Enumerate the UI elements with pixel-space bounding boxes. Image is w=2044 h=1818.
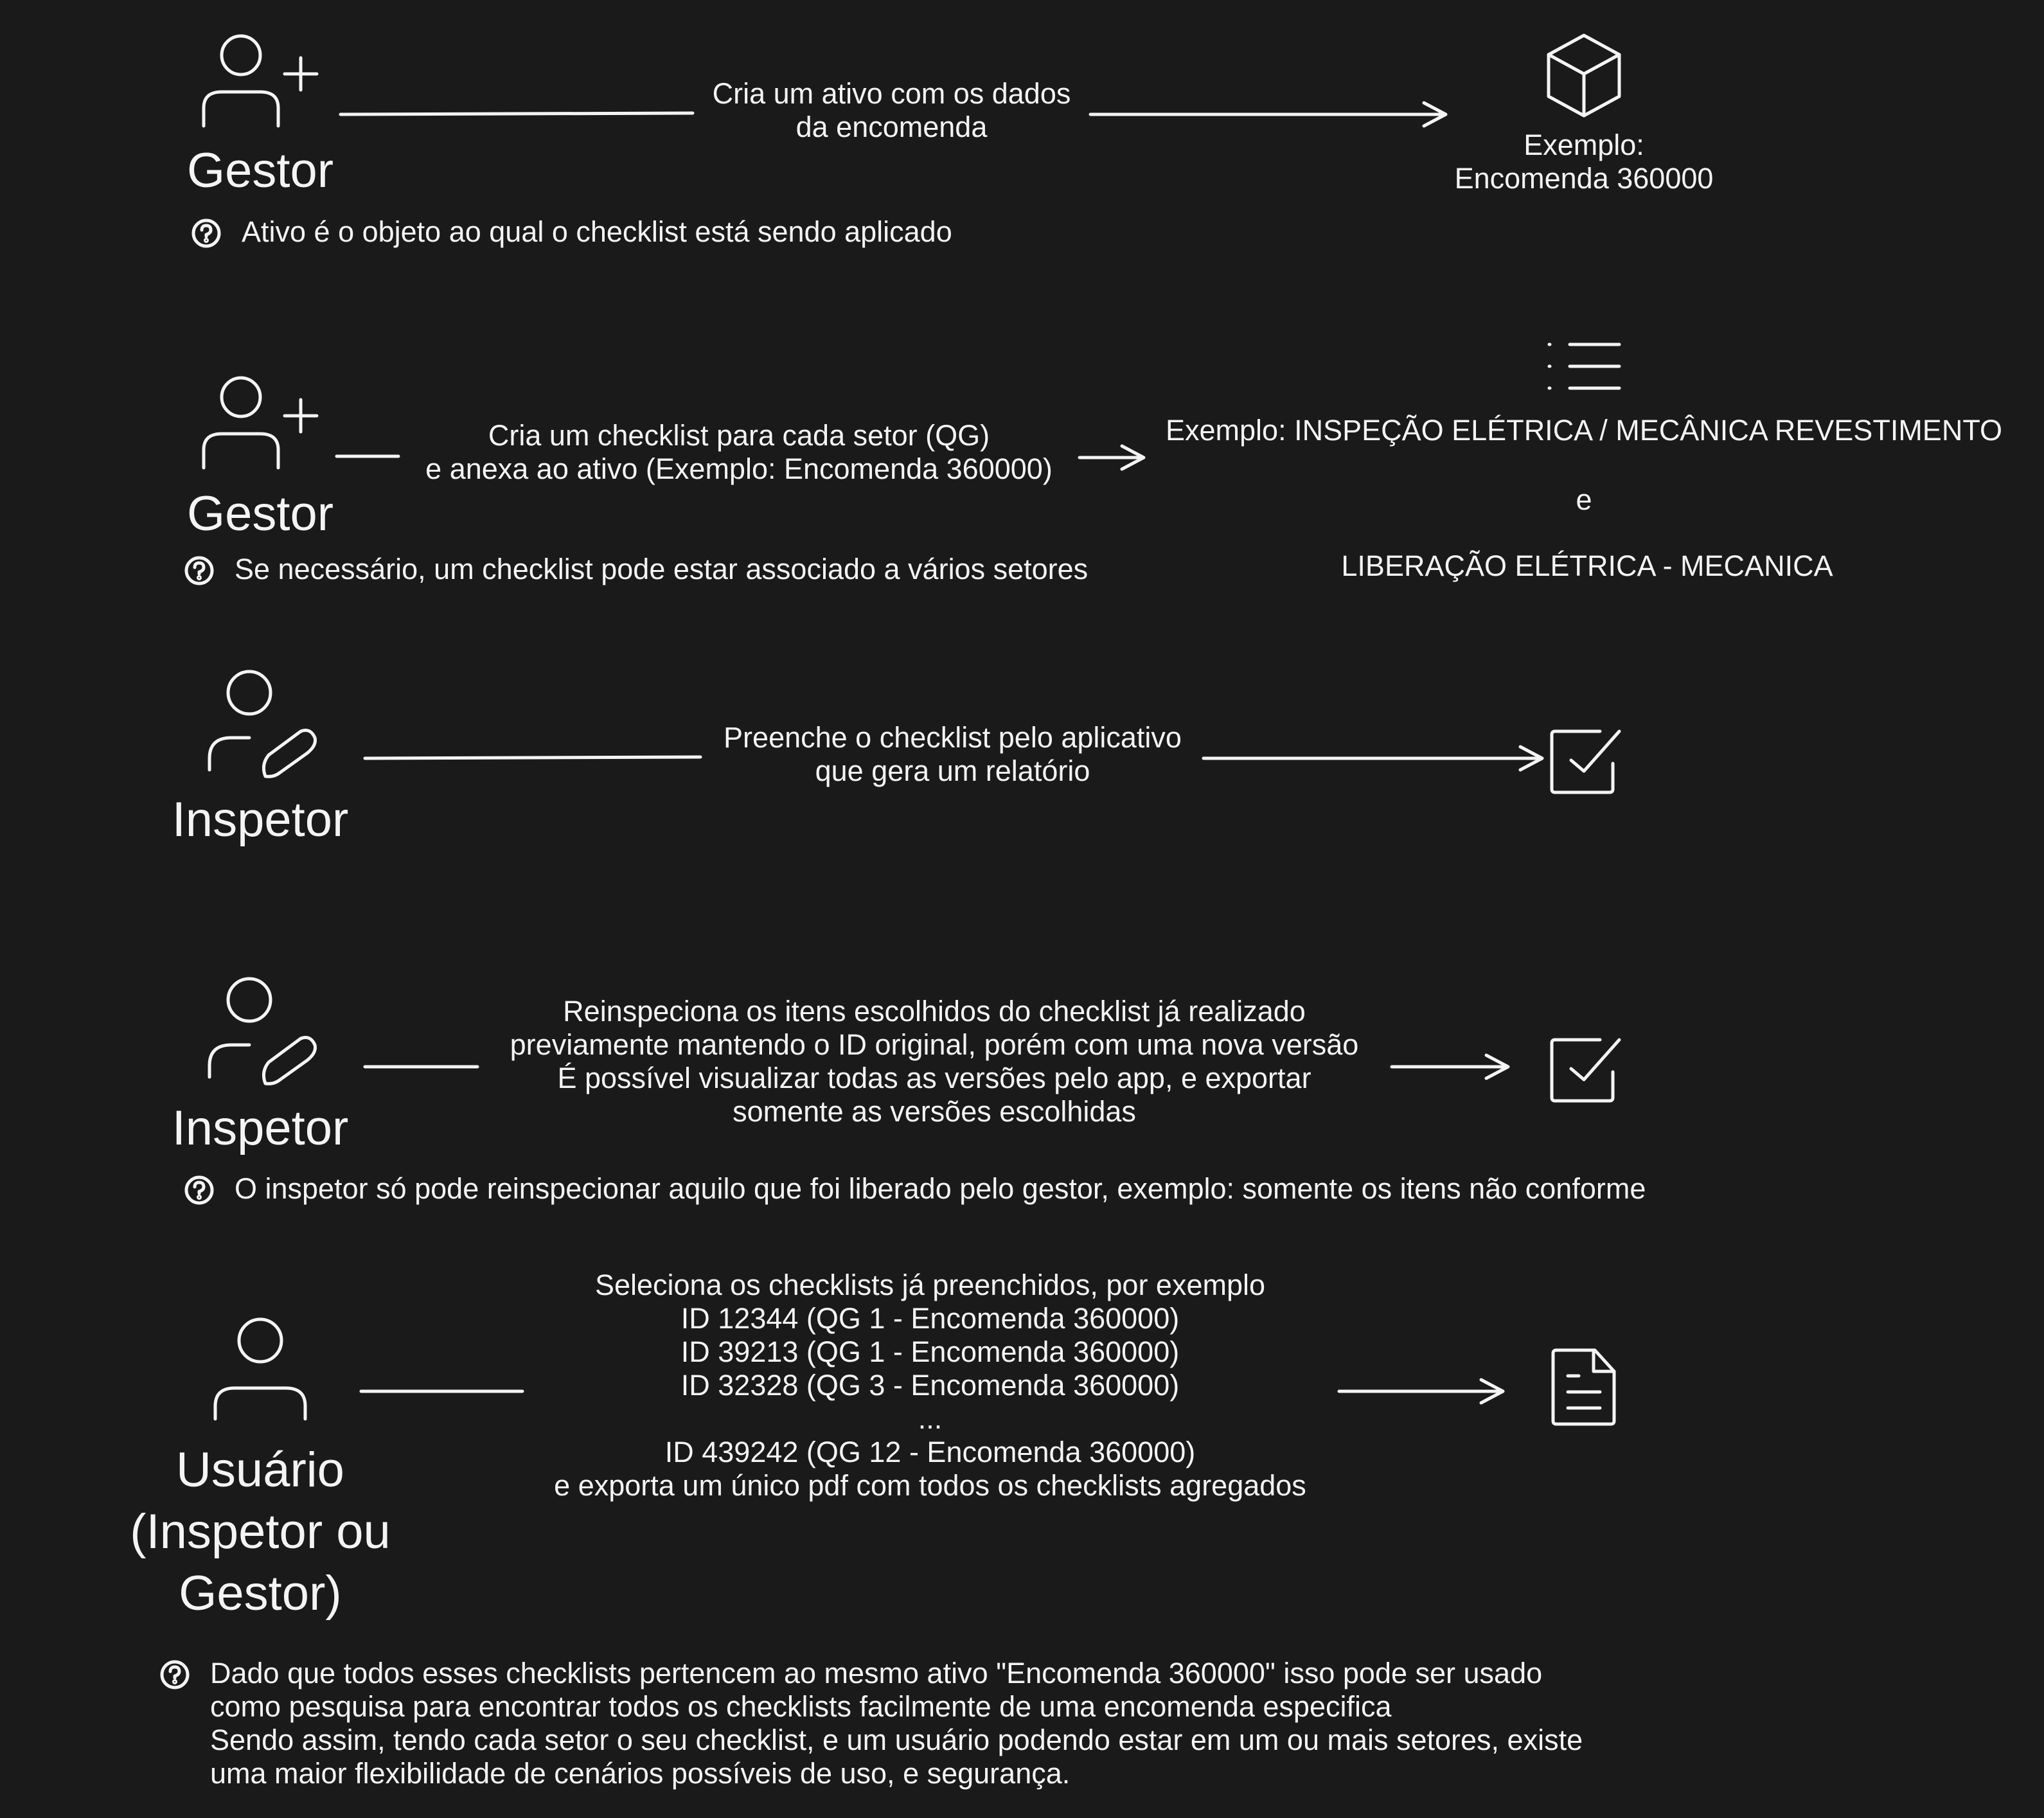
help-circle-icon (191, 218, 221, 248)
step4-action-text: Reinspeciona os itens escolhidos do chec… (510, 995, 1359, 1128)
step1-role-label: Gestor (186, 143, 334, 198)
step2-result-line1: Exemplo: INSPEÇÃO ELÉTRICA / MECÂNICA RE… (1166, 414, 2002, 447)
step5-role-label: Usuário (Inspetor ou Gestor) (130, 1443, 391, 1621)
user-plus-icon (202, 34, 319, 128)
step2-role-label: Gestor (186, 486, 334, 541)
step3-role-label: Inspetor (172, 792, 349, 847)
step5-action-text: Seleciona os checklists já preenchidos, … (554, 1269, 1306, 1502)
step4-arrow (1390, 1053, 1510, 1080)
step2-arrow (1078, 444, 1146, 471)
user-pen-icon (208, 670, 317, 778)
checkbox-icon (1550, 1038, 1621, 1103)
step2-note-text: Se necessário, um checklist pode estar a… (235, 553, 1089, 585)
step3-arrow (1202, 745, 1544, 772)
step1-arrow (1089, 101, 1448, 128)
step2-action-text: Cria um checklist para cada setor (QG) e… (425, 419, 1053, 485)
step1-note-text: Ativo é o objeto ao qual o checklist est… (242, 215, 952, 248)
list-icon (1547, 343, 1621, 390)
step3-line (363, 755, 702, 760)
step3-action-text: Preenche o checklist pelo aplicativo que… (724, 721, 1182, 787)
help-circle-icon (160, 1660, 190, 1689)
file-text-icon (1551, 1348, 1616, 1426)
step4-note-text: O inspetor só pode reinspecionar aquilo … (235, 1172, 1646, 1205)
step5-arrow (1337, 1378, 1505, 1405)
step1-line (339, 111, 695, 116)
step2-result-line2: e (1576, 483, 1592, 516)
checkbox-icon (1550, 729, 1621, 794)
step2-result-line3: LIBERAÇÃO ELÉTRICA - MECANICA (1341, 549, 1833, 582)
user-pen-icon (208, 977, 317, 1085)
step1-result-text: Exemplo: Encomenda 360000 (1454, 129, 1714, 195)
box-icon (1547, 33, 1621, 118)
step5-note-text: Dado que todos esses checklists pertence… (210, 1657, 1583, 1790)
help-circle-icon (184, 1175, 214, 1205)
help-circle-icon (184, 556, 214, 585)
user-plus-icon (202, 376, 319, 470)
step1-action-text: Cria um ativo com os dados da encomenda (712, 77, 1071, 143)
user-icon (213, 1317, 307, 1421)
step4-role-label: Inspetor (172, 1101, 349, 1155)
